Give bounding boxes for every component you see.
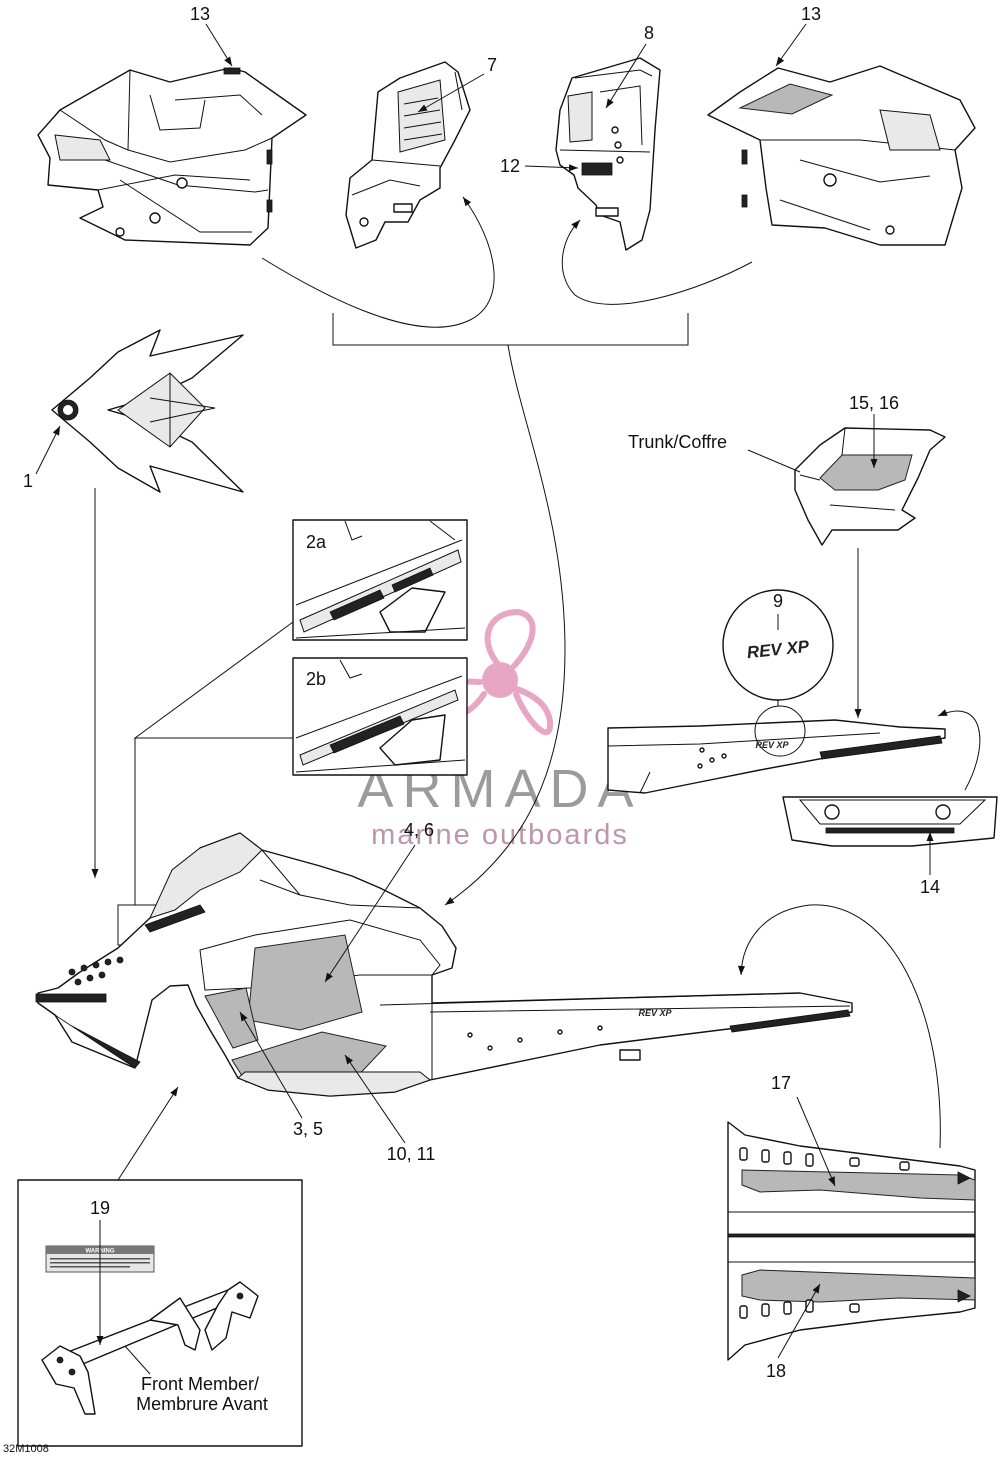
front-ski — [54, 1014, 141, 1069]
arrowhead — [854, 709, 862, 718]
callout-13-right: 13 — [801, 4, 821, 24]
callout-8: 8 — [644, 23, 654, 43]
arrowhead — [96, 1336, 104, 1345]
watermark: ARMADA marine outboards — [357, 608, 634, 851]
tunnel-rails — [727, 1121, 976, 1361]
hood-part-1 — [51, 329, 244, 493]
callout-17: 17 — [771, 1073, 791, 1093]
callout-15-16: 15, 16 — [849, 393, 899, 413]
detail-9-location — [754, 705, 806, 757]
rev-xp-logo-body: REV XP — [638, 1008, 672, 1018]
connector-right-panel-to-part8 — [561, 219, 753, 305]
detail-box-2b — [292, 657, 468, 776]
connector-rails-to-machine — [740, 904, 941, 1149]
trunk-label: Trunk/Coffre — [628, 432, 727, 452]
detail-box-2a — [292, 519, 468, 641]
rev-xp-logo-tunnel: REV XP — [755, 740, 789, 750]
watermark-tagline: marine outboards — [371, 819, 629, 851]
callout-2a: 2a — [306, 532, 327, 552]
arrowhead — [224, 56, 232, 66]
connector-flap-to-tunnel — [937, 710, 981, 791]
arrowhead — [240, 1012, 248, 1022]
arrowhead — [776, 56, 785, 66]
decal-13-right — [738, 83, 834, 115]
front-member-label-line2: Membrure Avant — [136, 1394, 268, 1414]
callout-10-11: 10, 11 — [387, 1144, 436, 1164]
callout-14: 14 — [920, 877, 940, 897]
snowmobile-body: REV XP — [35, 832, 853, 1097]
arrowhead — [870, 459, 878, 468]
decal-3-5 — [204, 987, 259, 1049]
arrowhead — [91, 869, 99, 878]
connector-left-panel-to-part7 — [261, 196, 495, 328]
side-panel-left — [37, 67, 307, 246]
decal-18 — [741, 1269, 976, 1303]
arrowhead — [170, 1087, 178, 1097]
decal-14 — [825, 827, 955, 834]
arrowhead — [445, 897, 455, 905]
callout-2b: 2b — [306, 669, 326, 689]
front-member-frame — [41, 1281, 259, 1415]
arrowhead — [345, 1055, 353, 1065]
callout-9: 9 — [773, 591, 783, 611]
tunnel-part-9: REV XP — [607, 705, 946, 794]
arrowhead — [926, 832, 934, 841]
decal-7 — [397, 79, 446, 153]
connector-panels-to-machine — [444, 344, 566, 906]
arrowhead — [828, 1176, 835, 1186]
arrowhead — [463, 197, 472, 207]
arrowhead — [325, 972, 333, 982]
callout-leaders — [35, 23, 934, 1375]
arrowhead — [52, 426, 60, 436]
arrowhead — [938, 709, 948, 716]
connector-decal-2-boxes — [133, 621, 294, 905]
rear-flap-part-14 — [782, 796, 998, 847]
arrowhead — [606, 98, 614, 108]
callout-3-5: 3, 5 — [293, 1119, 323, 1139]
front-member-box: WARNING — [17, 1179, 303, 1447]
arrowhead — [571, 220, 580, 229]
front-bumper — [35, 993, 107, 1003]
arrowhead — [418, 104, 428, 112]
diagram-code: 32M1008 — [3, 1443, 49, 1455]
side-panel-part-8 — [555, 57, 661, 251]
callout-18: 18 — [766, 1361, 786, 1381]
callout-1: 1 — [23, 471, 33, 491]
callout-19: 19 — [90, 1198, 110, 1218]
callout-12: 12 — [500, 156, 520, 176]
bracket — [332, 313, 689, 346]
callout-4-6: 4, 6 — [404, 820, 434, 840]
side-panel-part-7 — [345, 61, 471, 249]
callout-13-left: 13 — [190, 4, 210, 24]
decal-4-6 — [247, 934, 363, 1031]
callouts: 13 7 8 13 12 1 15, 16 Trunk/Coffre 9 2a … — [3, 4, 940, 1455]
arrowhead — [568, 164, 578, 172]
front-member-label-line1: Front Member/ — [141, 1374, 259, 1394]
arrowhead — [812, 1284, 820, 1294]
decal-13-left — [223, 67, 241, 75]
trunk-part — [794, 427, 946, 546]
callout-7: 7 — [487, 55, 497, 75]
connector-front-member-to-machine — [117, 1086, 179, 1181]
arrowhead — [738, 965, 745, 975]
decal-12 — [581, 162, 613, 176]
detail-circle-9: REV XP — [722, 589, 834, 701]
side-panel-right — [707, 65, 976, 246]
